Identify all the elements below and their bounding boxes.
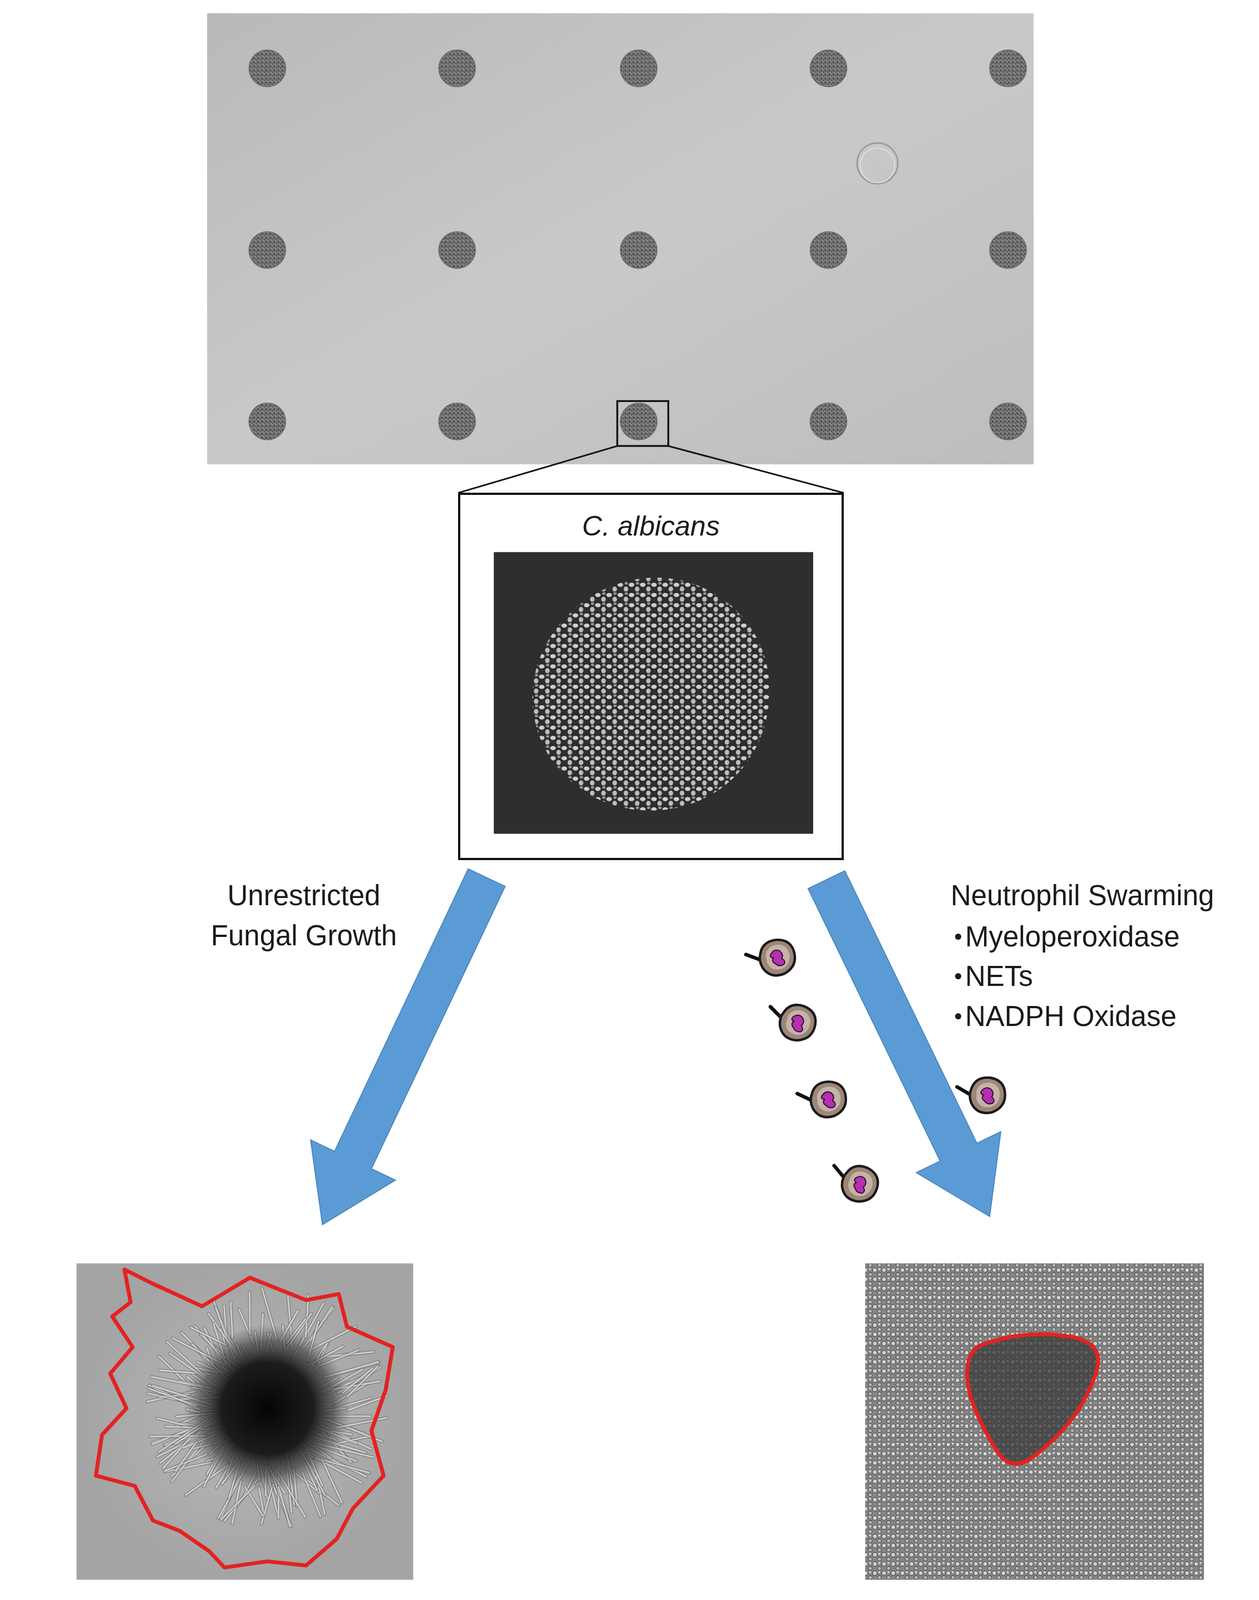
- hypha: [220, 1485, 255, 1520]
- neutrophil-cytoplasm: [845, 1168, 877, 1200]
- zoom-line: [458, 445, 618, 493]
- neutrophil-body: [969, 1077, 1005, 1114]
- bullet-dot: [955, 1012, 962, 1020]
- branch-label: Neutrophil Swarming: [950, 875, 1214, 916]
- figure-group: [76, 13, 1204, 1580]
- neutrophil-icon: [744, 936, 798, 981]
- neutrophil-nucleus: [769, 948, 786, 968]
- neutrophil-cytoplasm: [815, 1085, 842, 1113]
- mechanism-item: NADPH Oxidase: [965, 996, 1177, 1037]
- neutrophil-nucleus: [850, 1174, 869, 1194]
- swarm-photo: [864, 1262, 1204, 1580]
- neutrophil-body: [837, 1161, 883, 1207]
- fungal-spot: [620, 50, 658, 87]
- fungal-spot: [989, 231, 1027, 269]
- fungal-spot: [620, 231, 658, 269]
- fungal-spot: [248, 50, 286, 87]
- fungal-spot: [248, 402, 286, 440]
- neutrophil-icon: [956, 1077, 1005, 1114]
- hyphae-photo: [76, 1262, 413, 1580]
- mechanism-item: NETs: [965, 956, 1034, 997]
- bullet-dot: [955, 972, 962, 980]
- neutrophil-body: [809, 1079, 848, 1119]
- neutrophil-nucleus: [789, 1013, 806, 1033]
- restricted-colony: [967, 1333, 1099, 1464]
- neutrophil-icon: [796, 1079, 848, 1120]
- arrow-group: [310, 868, 1001, 1225]
- fungal-core: [183, 1324, 352, 1492]
- neutrophil-body: [775, 1000, 820, 1045]
- bubble: [857, 143, 898, 184]
- mechanism-item: Myeloperoxidase: [965, 916, 1180, 957]
- fungal-spot: [809, 231, 847, 269]
- micrograph: [493, 552, 814, 834]
- growth-outline: [95, 1269, 393, 1567]
- neutrophil-icon: [763, 997, 820, 1045]
- fungal-spot: [989, 402, 1027, 440]
- hyphae: [146, 1287, 388, 1527]
- fungal-spot: [809, 50, 847, 87]
- neutrophil-cytoplasm: [764, 942, 792, 972]
- bullet-dot: [955, 933, 962, 940]
- neutrophil-icon: [825, 1156, 883, 1207]
- bubble: [859, 148, 895, 183]
- yeast-cluster: [520, 567, 786, 823]
- neutrophil-nucleus: [980, 1087, 995, 1104]
- growth-outline: [967, 1333, 1099, 1464]
- spot-array: [248, 50, 1027, 440]
- zoom-marker: [617, 400, 669, 446]
- hypha: [278, 1486, 290, 1527]
- neutrophil-cytoplasm: [783, 1007, 813, 1038]
- fungal-spot: [438, 50, 476, 87]
- hypha: [220, 1485, 255, 1520]
- hypha: [278, 1486, 290, 1527]
- neutrophil-nucleus: [820, 1090, 836, 1109]
- specimen-box: C. albicans: [458, 492, 844, 860]
- fungal-spot: [989, 50, 1027, 87]
- fungal-spot: [809, 402, 847, 440]
- fungal-spot: [248, 231, 286, 269]
- neutrophil-cytoplasm: [976, 1082, 1000, 1108]
- fungal-spot: [438, 402, 476, 440]
- node-title: C. albicans: [465, 509, 836, 543]
- fungal-spot: [620, 402, 658, 440]
- plate-photo: [207, 13, 1034, 465]
- zoom-line: [668, 445, 844, 493]
- branch-label: Unrestricted Fungal Growth: [187, 875, 421, 956]
- neutrophil-body: [756, 936, 798, 978]
- fungal-spot: [438, 231, 476, 269]
